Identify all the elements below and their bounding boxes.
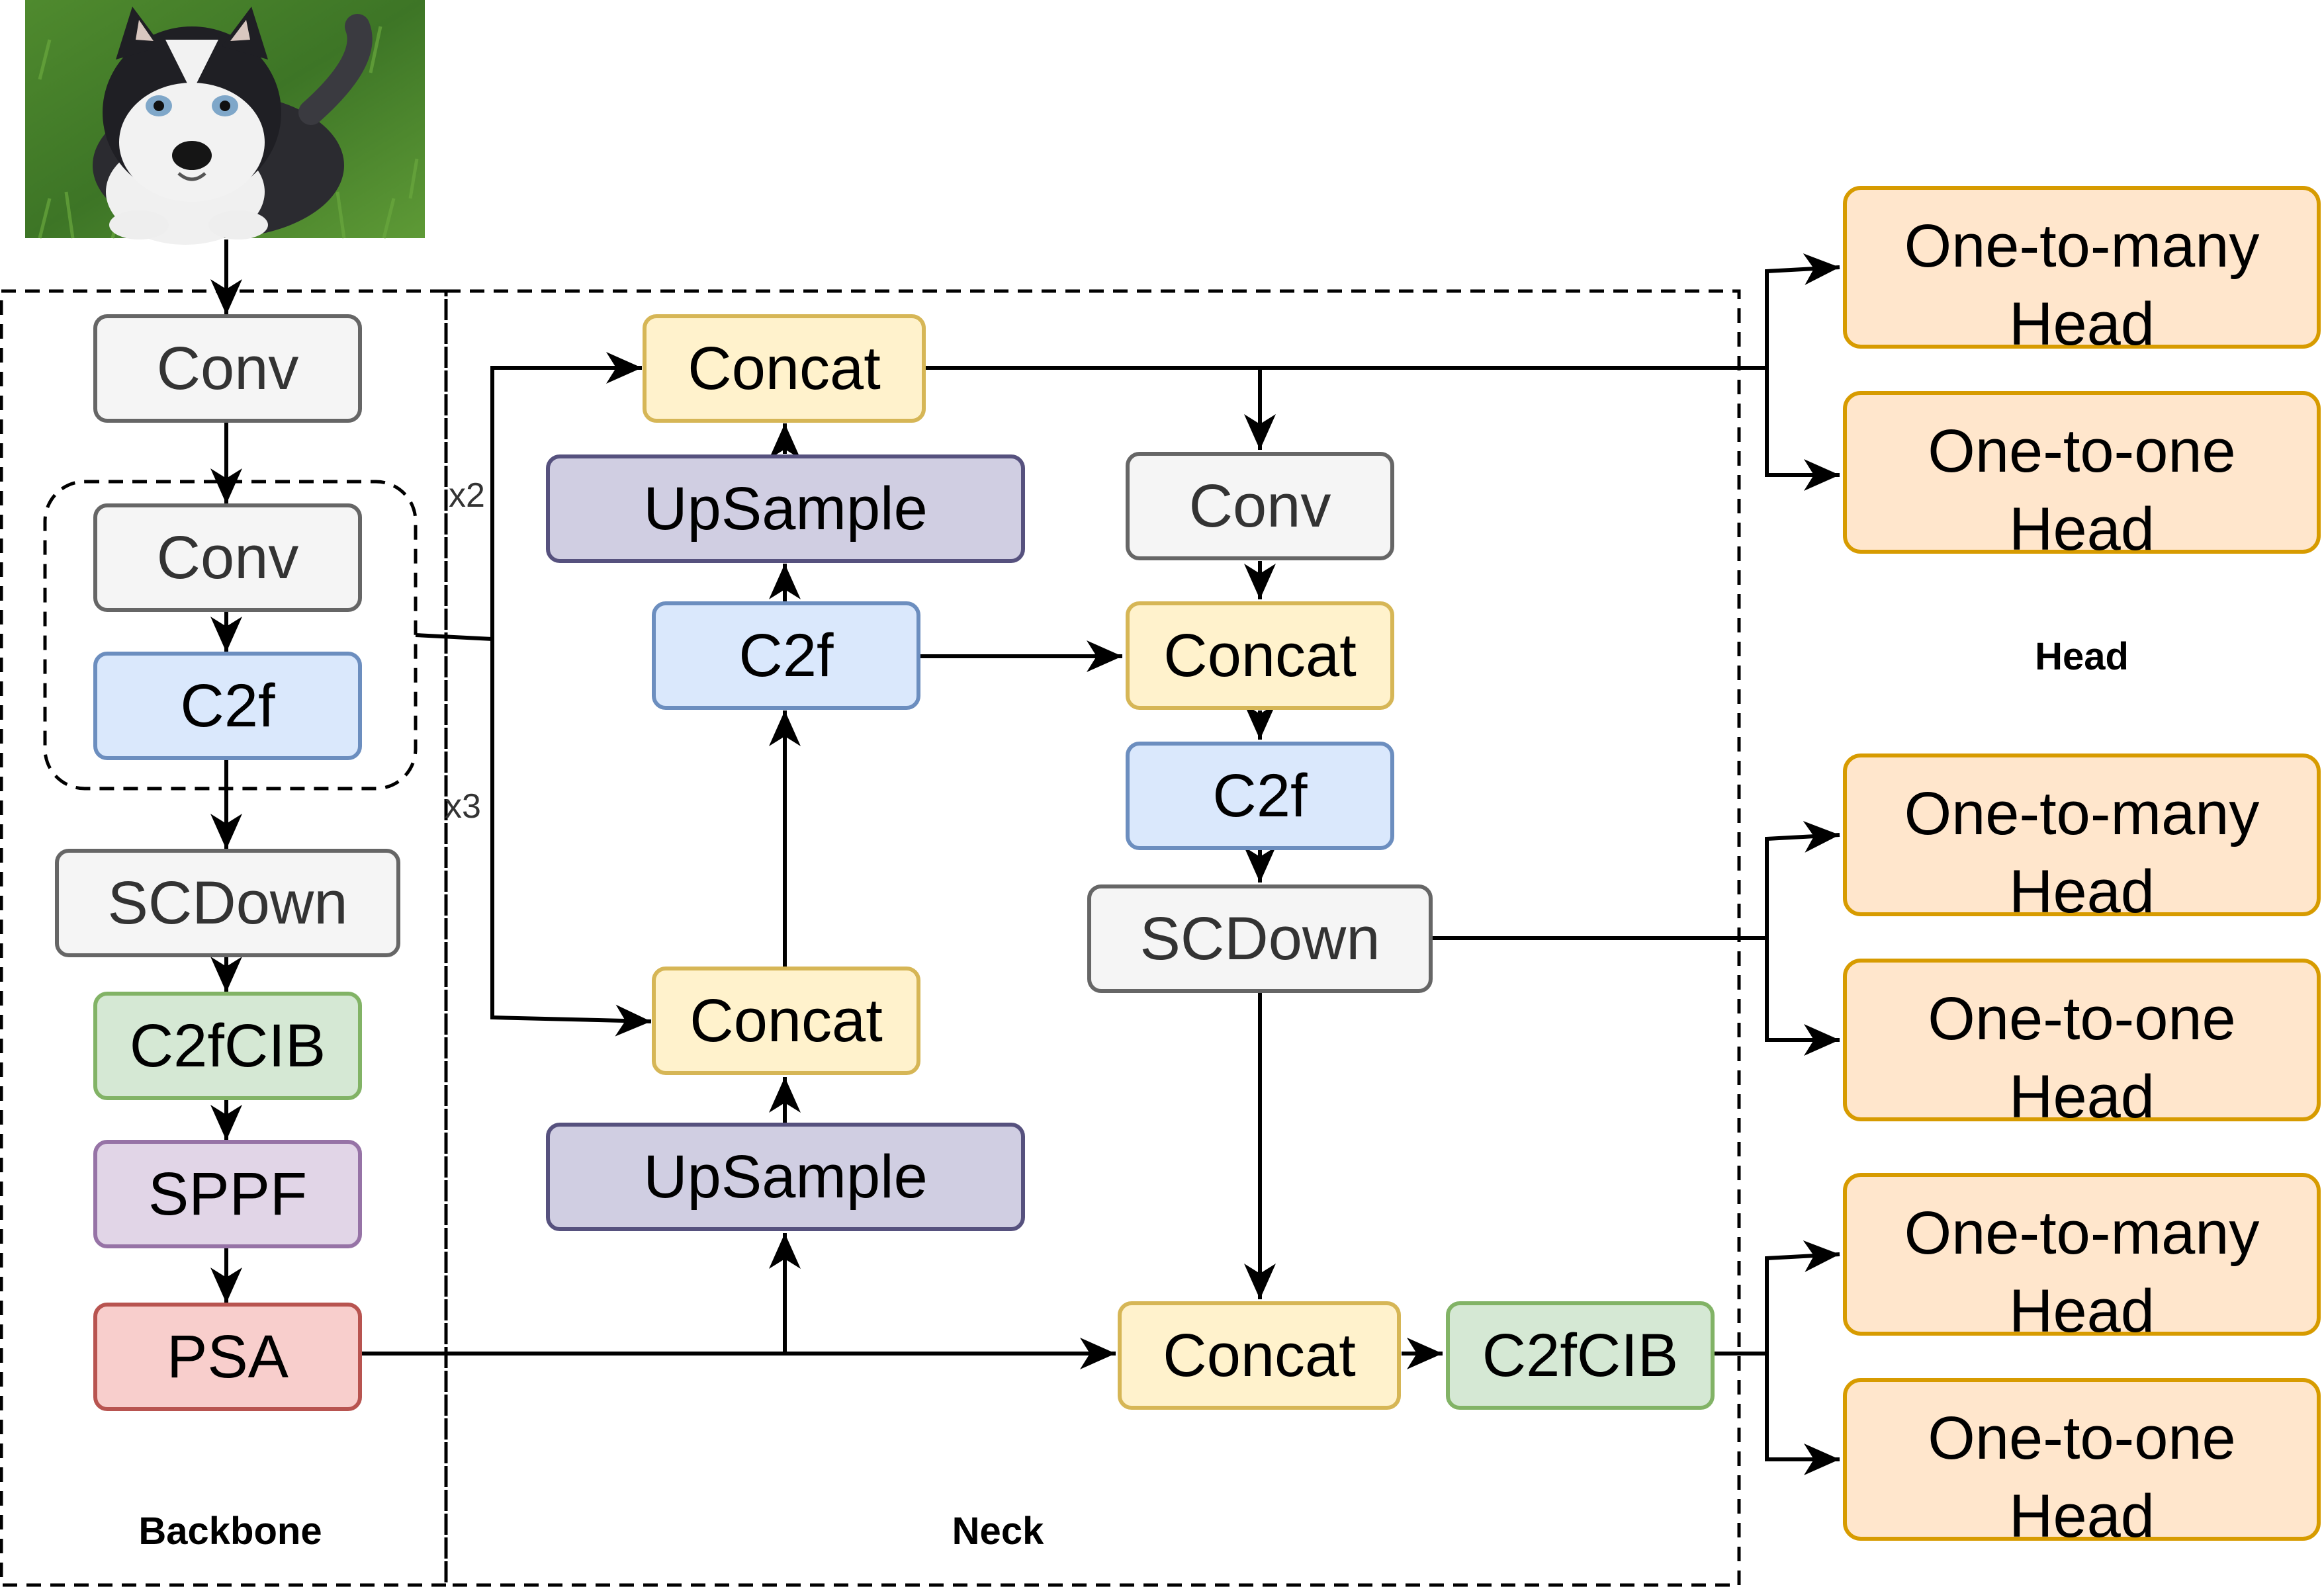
svg-text:Conv: Conv <box>157 524 299 591</box>
neck-scdown-right: SCDown <box>1087 884 1433 993</box>
edge-head1-split <box>1765 253 1840 472</box>
backbone-c2f: C2f <box>93 652 362 760</box>
backbone-sppf: SPPF <box>93 1140 362 1248</box>
svg-text:UpSample: UpSample <box>643 1143 928 1211</box>
svg-text:Head: Head <box>2009 495 2155 563</box>
neck-concat-bottom: Concat <box>1118 1301 1401 1410</box>
head-2-one-to-one: One-to-one Head <box>1843 959 2321 1131</box>
svg-text:Head: Head <box>2009 1063 2155 1131</box>
edge-group-trunk <box>415 352 642 642</box>
svg-text:UpSample: UpSample <box>643 475 928 542</box>
svg-text:One-to-many: One-to-many <box>1904 212 2260 280</box>
edge-head2-split <box>1765 820 1840 1040</box>
neck-c2fcib-bottom: C2fCIB <box>1446 1301 1715 1410</box>
edge-head3-split-b <box>1765 1354 1840 1475</box>
head-3-one-to-many: One-to-many Head <box>1843 1173 2321 1345</box>
edge-head3-split <box>1765 1240 1840 1459</box>
svg-text:Head: Head <box>2009 1483 2155 1550</box>
neck-conv-right: Conv <box>1126 452 1394 560</box>
neck-upsample-top: UpSample <box>546 454 1025 563</box>
neck-c2f-right: C2f <box>1126 742 1394 850</box>
svg-text:SCDown: SCDown <box>107 869 347 937</box>
edges <box>210 239 1840 1475</box>
svg-text:One-to-many: One-to-many <box>1904 1199 2260 1267</box>
backbone-conv-1: Conv <box>93 314 362 423</box>
svg-text:C2f: C2f <box>1212 762 1308 830</box>
svg-text:Concat: Concat <box>1163 1322 1356 1389</box>
head-3-one-to-one: One-to-one Head <box>1843 1378 2321 1550</box>
section-label-head: Head <box>2035 635 2129 678</box>
svg-text:SPPF: SPPF <box>148 1160 307 1228</box>
svg-text:Concat: Concat <box>690 987 883 1055</box>
neck-concat-right: Concat <box>1126 601 1394 710</box>
neck-c2f-left: C2f <box>652 601 920 710</box>
svg-text:PSA: PSA <box>167 1323 289 1391</box>
backbone-psa: PSA <box>93 1303 362 1411</box>
svg-text:SCDown: SCDown <box>1140 905 1380 972</box>
backbone-conv-2: Conv <box>93 503 362 612</box>
edge-head1-split-b <box>1765 368 1840 491</box>
svg-text:One-to-one: One-to-one <box>1928 1404 2235 1472</box>
svg-text:C2f: C2f <box>180 672 275 740</box>
neck-upsample-bottom: UpSample <box>546 1123 1025 1231</box>
head-1-one-to-one: One-to-one Head <box>1843 391 2321 563</box>
svg-text:Concat: Concat <box>1163 622 1357 689</box>
svg-text:Head: Head <box>2009 290 2155 358</box>
svg-text:Head: Head <box>2009 858 2155 926</box>
svg-text:Concat: Concat <box>688 335 881 402</box>
svg-text:Conv: Conv <box>1189 472 1331 540</box>
svg-text:C2f: C2f <box>738 622 834 689</box>
backbone-scdown: SCDown <box>55 849 400 957</box>
svg-text:Head: Head <box>2009 1277 2155 1345</box>
neck-concat-mid-left: Concat <box>652 967 920 1075</box>
repeat-label-bottom: x3 <box>445 787 481 826</box>
head-1-one-to-many: One-to-many Head <box>1843 186 2321 358</box>
input-image <box>25 0 425 245</box>
edge-head2-split-b <box>1765 938 1840 1056</box>
section-label-backbone: Backbone <box>138 1510 322 1553</box>
section-label-neck: Neck <box>952 1510 1044 1553</box>
svg-text:One-to-one: One-to-one <box>1928 417 2235 485</box>
svg-text:One-to-many: One-to-many <box>1904 780 2260 847</box>
svg-text:Conv: Conv <box>157 335 299 402</box>
edge-group-to-concat-mid <box>490 639 652 1037</box>
svg-text:C2fCIB: C2fCIB <box>1482 1322 1679 1389</box>
svg-text:One-to-one: One-to-one <box>1928 985 2235 1053</box>
backbone-c2fcib: C2fCIB <box>93 992 362 1100</box>
repeat-label-top: x2 <box>449 476 485 515</box>
svg-text:C2fCIB: C2fCIB <box>130 1012 326 1080</box>
neck-concat-top: Concat <box>643 314 926 423</box>
head-2-one-to-many: One-to-many Head <box>1843 753 2321 926</box>
